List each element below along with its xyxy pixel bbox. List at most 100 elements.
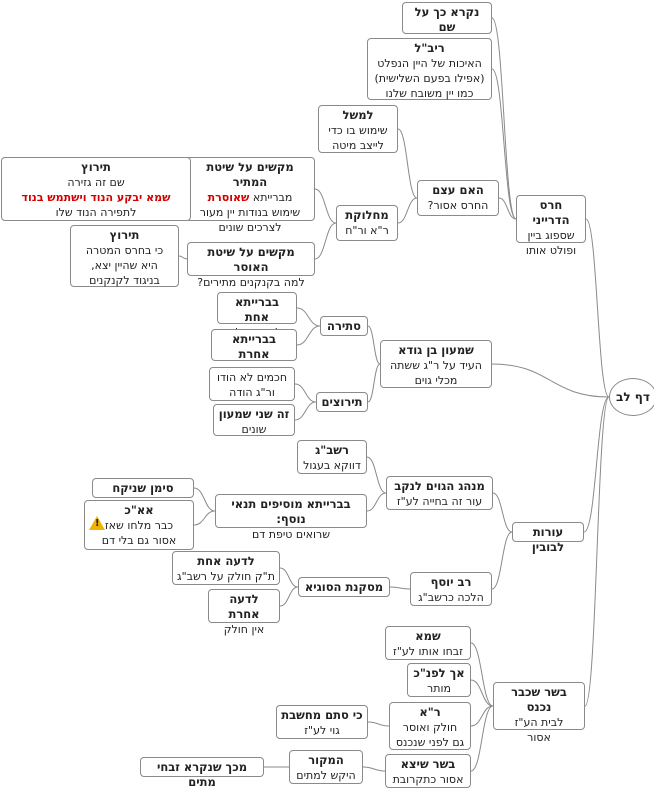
node-line-highlight: שמא יבקע הנוד וישתמש בנוד [21, 191, 171, 204]
node-title: נקרא כך על שם [414, 5, 480, 34]
mindmap-node-n-e4a: המקור היקש למתים [289, 750, 363, 784]
node-line-part: מברייתא [249, 191, 293, 204]
node-line: היקש למתים [296, 769, 356, 782]
node-line-highlight: שאוסרת [207, 191, 250, 204]
node-line: האיכות של היין הנפלט [377, 57, 482, 70]
connector-n_a-n_b [498, 197, 517, 220]
node-title: מקשים על שיטת המתיר [206, 160, 294, 189]
node-title: אך לפנ"כ [413, 666, 465, 680]
connector-n_e-n_e2 [470, 679, 494, 707]
node-title: בברייתא אחת [235, 295, 279, 324]
node-line: כי בחרס המטרה [85, 244, 164, 257]
connector-root-n_e [584, 396, 610, 707]
root-node: דף לב [609, 378, 654, 416]
node-line: שימוש בנודות יין מעור [199, 206, 301, 219]
node-title: שמעון בן גודא [398, 343, 474, 357]
node-line: בניגוד לקנקנים [89, 274, 160, 287]
connector-root-n_a [585, 218, 610, 398]
connector-n_d1b-n_d1b1 [193, 487, 216, 512]
connector-n_c-n_c2 [367, 363, 381, 403]
node-line-mixed: מברייתא שאוסרת [190, 190, 310, 205]
connector-n_d1b-n_d1b2 [193, 510, 216, 526]
node-line: שספוג ביין [527, 229, 575, 242]
connector-n_a-n_a1 [491, 17, 517, 220]
mindmap-node-n-a1: נקרא כך על שםאדריינוס קיסר [402, 2, 492, 49]
mindmap-node-n-c2a: חכמים לא הודו ור"ג הודה [209, 367, 295, 401]
node-title: ריב"ל [414, 41, 445, 55]
node-title: סתירה [327, 319, 361, 333]
node-title: רב יוסף [430, 575, 472, 589]
connector-n_e3-n_e3a [367, 721, 390, 727]
connector-n_d-n_d1 [492, 492, 513, 533]
connector-n_e4-n_e4a [362, 766, 386, 772]
warning-icon-mark: ! [95, 518, 100, 529]
node-line: חולק ואוסר [402, 721, 458, 734]
connector-n_b2-n_b2a [314, 188, 337, 224]
node-line: החרס אסור? [427, 199, 489, 212]
node-line: ופולט אותו [525, 244, 577, 257]
connector-n_c-n_c1 [367, 325, 381, 365]
node-title: תירוצים [321, 395, 363, 409]
node-title: כי סתם מחשבת [281, 708, 363, 722]
node-line: שונים [241, 423, 267, 436]
node-title: בברייתא אחרת [232, 332, 276, 361]
node-title: רשב"ג [315, 443, 349, 457]
node-title: עורות לבובין [531, 525, 565, 554]
node-line: לייצב מיטה [332, 139, 384, 152]
node-line: לתפירה הנוד שלו [55, 206, 137, 219]
mindmap-node-n-d2a: מסקנת הסוגיא [298, 577, 390, 597]
mindmap-node-n-c1a: בברייתא אחתלא הודו לו [217, 292, 297, 339]
node-title: לדעה אחת [197, 554, 255, 568]
node-title: מכך שנקרא זבחי מתים [156, 760, 248, 789]
connector-n_d2a-n_d2a2 [279, 586, 299, 607]
connector-root-n_d [583, 396, 610, 533]
warning-icon: ! [89, 516, 105, 530]
node-line: אסור כתקרובת [392, 773, 464, 786]
node-line: שרואים טיפת דם [251, 528, 331, 541]
node-line: כבר מלחו שאז [104, 519, 174, 532]
mindmap-node-n-d1b1: סימן שניקח מחיים [92, 478, 194, 510]
node-title: שמא [415, 629, 441, 643]
mindmap-node-n-d1b: בברייתא מוסיפים תנאי נוסף:שרואים טיפת דם [215, 494, 367, 541]
connector-n_b-n_b2 [397, 197, 418, 224]
connector-n_b-n_b1 [397, 128, 418, 199]
connector-n_c1-n_c1b [296, 325, 321, 346]
connector-n_e-n_e1 [470, 642, 494, 707]
node-title: מקשים על שיטת האוסר [207, 245, 295, 274]
node-title: תירוץ [109, 228, 140, 242]
node-line: זבחו אותו לע"ז [393, 645, 463, 658]
mindmap-node-n-c2: תירוצים [316, 392, 368, 412]
mindmap-node-n-b2: מחלוקת ר"א ור"ח [336, 205, 398, 241]
node-line: חכמים לא הודו [216, 371, 288, 384]
connector-n_d-n_d2 [491, 531, 513, 590]
node-line: אסור גם בלי דם [101, 534, 177, 547]
connector-n_d1-n_d1a [366, 456, 387, 494]
connector-n_d2a-n_d2a1 [279, 567, 299, 588]
node-line: ת"ק חולק על רשב"ג [177, 570, 275, 583]
node-line: לצרכים שונים [218, 221, 282, 234]
node-line: שם זה גזירה [67, 176, 125, 189]
connector-n_d1-n_d1b [366, 492, 387, 512]
node-line: שימוש בו כדי [328, 124, 388, 137]
connector-n_e-n_e4 [470, 705, 494, 772]
node-line: כמו יין משובח שלנו [385, 87, 474, 100]
node-title: בשר שיצא [400, 757, 456, 771]
node-line: לבית הע"ז [514, 716, 564, 729]
node-title: מחלוקת [345, 208, 389, 222]
mindmap-node-n-d: עורות לבובין [512, 522, 584, 554]
node-line: ור"ג הודה [229, 386, 275, 399]
node-line: ר"א ור"ח [345, 224, 389, 237]
node-title: המקור [308, 753, 344, 767]
mindmap-node-n-e4: בשר שיצא אסור כתקרובת [385, 754, 471, 788]
